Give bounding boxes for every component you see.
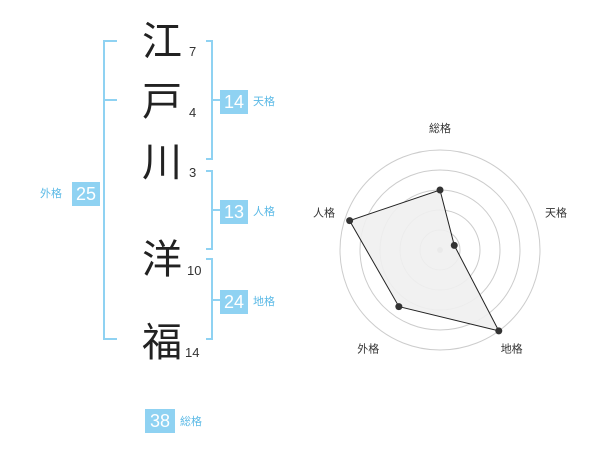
radar-series-area (348, 189, 500, 332)
soukaku-label: 総格 (180, 415, 202, 428)
jinkaku-label: 人格 (253, 205, 275, 218)
radar-point-4 (395, 303, 403, 311)
radar-points (346, 186, 503, 335)
radar-ring (339, 149, 541, 351)
name-char-1: 江 (142, 19, 182, 65)
name-char-5: 福 (142, 320, 182, 366)
tenkaku-bracket-tick (212, 99, 220, 101)
radar-point-1 (436, 186, 444, 194)
name-char-2: 戸 (142, 79, 182, 125)
stroke-count-4: 10 (187, 263, 202, 278)
stroke-count-1: 7 (189, 44, 197, 59)
radar-point-3 (495, 327, 503, 335)
gaikaku-bracket (103, 40, 117, 340)
radar-point-2 (450, 241, 458, 249)
radar-ring (359, 169, 521, 331)
name-char-4: 洋 (142, 237, 182, 283)
stroke-count-2: 4 (189, 105, 197, 120)
radar-axis-label-3: 地格 (501, 342, 523, 356)
gaikaku-value: 25 (72, 182, 100, 206)
radar-point-5 (346, 217, 354, 225)
stroke-count-5: 14 (185, 345, 200, 360)
name-char-3: 川 (142, 140, 182, 186)
chikaku-bracket-tick (212, 299, 220, 301)
chikaku-label: 地格 (253, 295, 275, 308)
jinkaku-bracket-tick (212, 209, 220, 211)
radar-axis-label-2: 天格 (545, 205, 567, 219)
tenkaku-label: 天格 (253, 95, 275, 108)
radar-axis-label-1: 総格 (429, 121, 451, 135)
jinkaku-value: 13 (220, 200, 248, 224)
stroke-count-3: 3 (189, 165, 197, 180)
gaikaku-label: 外格 (40, 187, 62, 200)
soukaku-value: 38 (145, 409, 175, 433)
gaikaku-bracket-tick (103, 99, 117, 101)
chikaku-value: 24 (220, 290, 248, 314)
radar-polygon (348, 189, 500, 332)
tenkaku-value: 14 (220, 90, 248, 114)
radar-axis-label-5: 人格 (313, 205, 335, 219)
radar-axis-label-4: 外格 (357, 342, 379, 356)
